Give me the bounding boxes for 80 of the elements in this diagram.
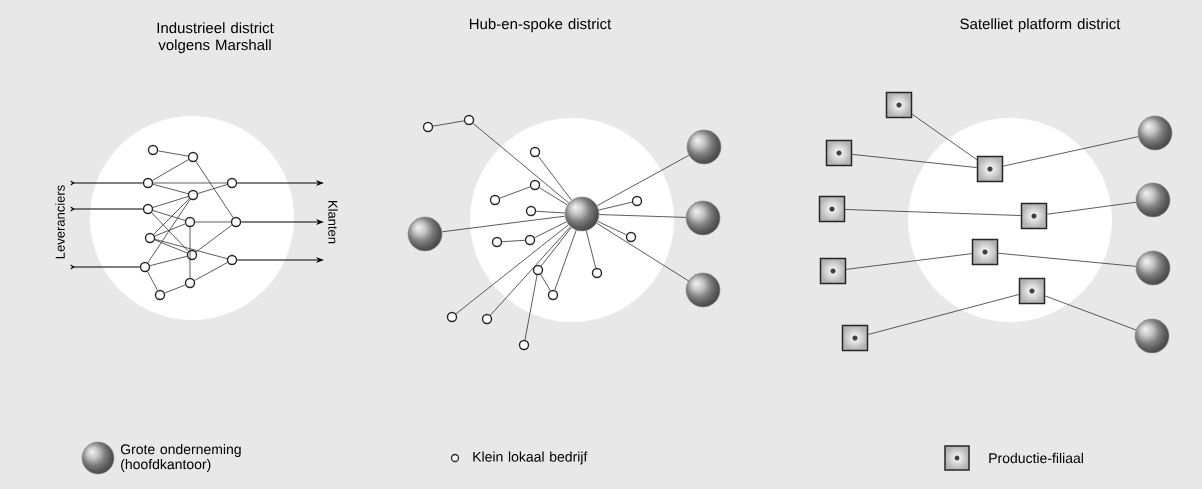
connector-line — [152, 183, 189, 195]
large-sphere — [685, 200, 721, 236]
connector-line — [535, 210, 566, 214]
connector-line — [152, 159, 189, 181]
large-sphere — [564, 196, 600, 232]
connector-line — [501, 239, 526, 243]
square-marker — [841, 324, 869, 352]
connector-line — [997, 252, 1137, 267]
legend-text: Grote onderneming (hoofdkantoor) — [120, 443, 241, 472]
connector-line — [151, 212, 189, 252]
panel-title: Industrieel district volgens Marshall — [157, 22, 274, 54]
square-marker — [971, 238, 999, 266]
connector-line — [490, 226, 571, 316]
connector-line — [554, 229, 577, 291]
connector-line — [596, 154, 690, 207]
connector-line — [539, 187, 568, 206]
connector-line — [152, 210, 186, 221]
connector-line — [197, 184, 228, 194]
connector-line — [194, 221, 232, 223]
large-sphere — [685, 272, 721, 308]
square-marker — [818, 195, 846, 223]
connector-line — [154, 223, 186, 237]
connector-line — [195, 224, 233, 253]
connector-line — [152, 182, 228, 184]
connector-line — [598, 214, 687, 218]
large-sphere — [1137, 115, 1173, 151]
connector-line — [147, 198, 191, 264]
side-label: Leveranciers — [55, 185, 65, 259]
connector-line — [70, 264, 141, 270]
square-marker — [976, 155, 1004, 183]
connector-line — [1044, 295, 1137, 331]
side-label: Klanten — [328, 201, 338, 244]
large-sphere — [407, 216, 443, 252]
square-marker — [819, 257, 847, 285]
connector-line — [432, 120, 465, 127]
connector-line — [153, 198, 190, 235]
connector-line — [845, 253, 973, 270]
connector-line — [70, 206, 144, 212]
connector-line — [1002, 136, 1139, 167]
square-marker — [825, 139, 853, 167]
connector-line — [164, 284, 186, 294]
connector-line — [537, 155, 572, 201]
large-sphere — [1135, 182, 1171, 218]
large-sphere — [1135, 250, 1171, 286]
connector-line — [499, 186, 531, 199]
large-sphere — [686, 129, 722, 165]
connector-line — [189, 226, 191, 279]
connector-line — [851, 154, 978, 168]
connector-line — [844, 209, 1022, 216]
legend-text: Productie-filiaal — [989, 452, 1083, 464]
connector-line — [1046, 201, 1137, 215]
connector-line — [157, 150, 189, 157]
connector-line — [596, 222, 689, 282]
connector-line — [194, 262, 228, 281]
square-marker — [885, 91, 913, 119]
connector-line — [911, 113, 978, 161]
connector-line — [534, 221, 567, 239]
connector-line — [154, 239, 188, 254]
connector-line — [152, 196, 189, 208]
connector-line — [147, 271, 158, 291]
connector-line — [597, 220, 627, 236]
panel-title: Satelliet platform district — [960, 18, 1121, 33]
legend-text: Klein lokaal bedrijf — [473, 451, 588, 465]
large-sphere — [1134, 318, 1170, 354]
connector-line — [540, 274, 551, 291]
connector-line — [598, 201, 633, 211]
connector-line — [524, 274, 538, 341]
connector-line — [867, 294, 1020, 335]
panel-title: Hub-en-spoke district — [469, 18, 612, 33]
square-marker — [1018, 277, 1046, 305]
connector-line — [455, 224, 569, 315]
connector-line — [441, 215, 566, 233]
connector-line — [154, 238, 228, 260]
connector-line — [149, 255, 188, 267]
connector-line — [585, 230, 597, 269]
connector-line — [70, 180, 144, 186]
connector-line — [540, 227, 572, 267]
connector-line — [472, 122, 570, 204]
connector-line — [195, 160, 234, 219]
square-marker — [1020, 202, 1048, 230]
